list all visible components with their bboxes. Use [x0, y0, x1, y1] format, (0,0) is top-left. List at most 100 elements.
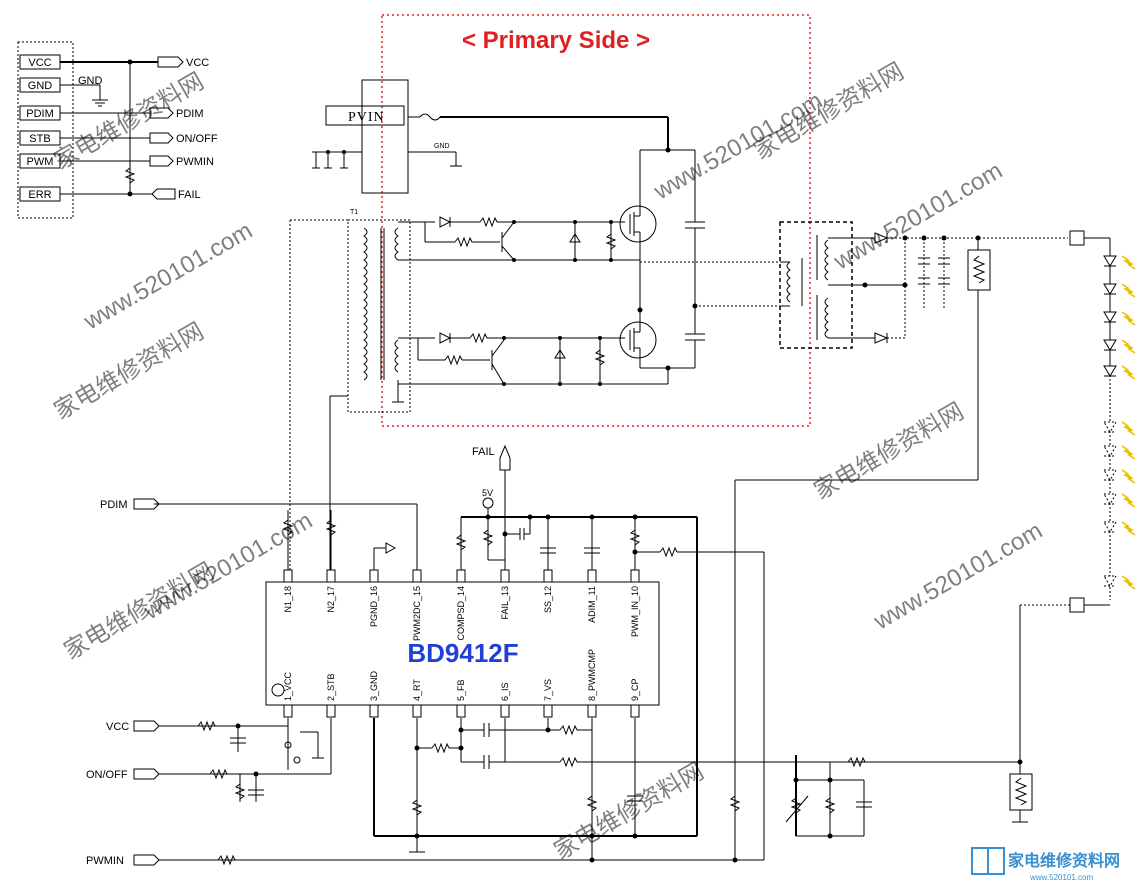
junction	[941, 235, 947, 241]
mosfet-body	[619, 321, 657, 359]
resistor	[325, 519, 337, 536]
led	[1103, 521, 1117, 533]
fuse	[419, 113, 441, 121]
resistor	[479, 216, 498, 228]
junction	[502, 382, 506, 386]
watermark-text: www.520101.com	[79, 217, 257, 336]
port-symbol	[151, 188, 176, 200]
led	[1103, 469, 1117, 481]
capacitor	[483, 723, 490, 737]
watermark-text: www.520101.com	[649, 87, 827, 206]
transformer-label: T1	[350, 209, 358, 216]
ground-symbol	[92, 99, 108, 107]
led	[1103, 421, 1117, 433]
ic-pin-label: PWM_IN_10	[630, 586, 640, 637]
junction	[527, 514, 533, 520]
net-label: ON/OFF	[86, 769, 128, 781]
junction	[127, 191, 133, 197]
resistor	[455, 534, 467, 551]
capacitor	[938, 257, 950, 265]
ic-pin	[456, 569, 466, 583]
light-ray	[1125, 449, 1136, 460]
ic-pin-label: N2_17	[326, 586, 336, 613]
ic-pin	[500, 704, 510, 718]
light-ray	[1125, 343, 1136, 354]
resistor	[469, 332, 488, 344]
pin-label: STB	[29, 133, 50, 145]
resistor	[454, 236, 473, 248]
light-ray	[1125, 579, 1136, 590]
section-title: < Primary Side >	[462, 27, 650, 54]
ic-pin	[543, 569, 553, 583]
ic-pin-label: 2_STB	[326, 673, 336, 701]
junction	[458, 745, 464, 751]
resistor-symbol	[972, 255, 986, 284]
port-symbol	[133, 720, 160, 732]
resistor	[124, 167, 136, 184]
resistor	[431, 742, 450, 754]
junction	[502, 336, 506, 340]
pin1-marker	[271, 683, 285, 697]
book-icon	[971, 847, 1005, 875]
ic-pin-label: PWM2DC_15	[412, 586, 422, 641]
mosfet-body	[619, 205, 657, 243]
logo-text: 家电维修资料网	[1008, 851, 1120, 870]
net-label: VCC	[106, 721, 129, 733]
capacitor	[918, 257, 930, 265]
ic-pin-label: 3_GND	[369, 670, 379, 701]
junction	[632, 833, 638, 839]
resistor	[559, 756, 578, 768]
upper-gate-driver	[398, 216, 640, 262]
ic-pin	[326, 704, 336, 718]
junction	[902, 235, 908, 241]
resistor	[282, 519, 294, 536]
ic-top-wiring: PDIM 5V FAIL	[100, 444, 765, 860]
ic-pin	[283, 704, 293, 718]
watermark-text: www.520101.com	[829, 157, 1007, 276]
zener-diode	[569, 233, 581, 243]
net-label: FAIL	[472, 446, 495, 458]
led	[1103, 493, 1117, 505]
ic-pin	[412, 569, 422, 583]
junction	[609, 258, 613, 262]
junction	[665, 147, 671, 153]
light-ray	[1125, 473, 1136, 484]
net-label: PWMIN	[86, 855, 124, 867]
junction	[589, 514, 595, 520]
ic-pin	[630, 569, 640, 583]
watermark-text: 家电维修资料网	[810, 398, 969, 505]
resistor	[594, 349, 606, 366]
junction	[598, 336, 602, 340]
junction	[589, 833, 595, 839]
junction	[545, 514, 551, 520]
ic-pin	[500, 569, 510, 583]
resistor	[444, 354, 463, 366]
ic-pin	[369, 569, 379, 583]
net-label: GND	[434, 143, 450, 150]
resistor	[605, 233, 617, 250]
transistor-collector	[501, 221, 515, 239]
pin-label: GND	[28, 80, 53, 92]
led	[1103, 311, 1117, 323]
capacitor	[938, 277, 950, 285]
ic-pin	[369, 704, 379, 718]
resistor	[234, 783, 246, 800]
supply-block: PVIN GND	[312, 79, 669, 194]
primary-winding	[363, 227, 368, 381]
ic-pin	[326, 569, 336, 583]
upper-mosfet	[619, 147, 705, 334]
site-logo: 家电维修资料网 www.520101.com	[971, 847, 1120, 882]
junction	[827, 833, 833, 839]
secondary-winding	[824, 239, 829, 281]
secondary-winding	[824, 297, 829, 339]
light-ray	[1125, 525, 1136, 536]
ic-pin-label: 8_PWMCMP	[587, 649, 597, 701]
capacitor	[230, 737, 246, 744]
junction	[732, 857, 738, 863]
port-symbol	[157, 56, 184, 68]
junction	[665, 365, 671, 371]
junction	[485, 514, 491, 520]
